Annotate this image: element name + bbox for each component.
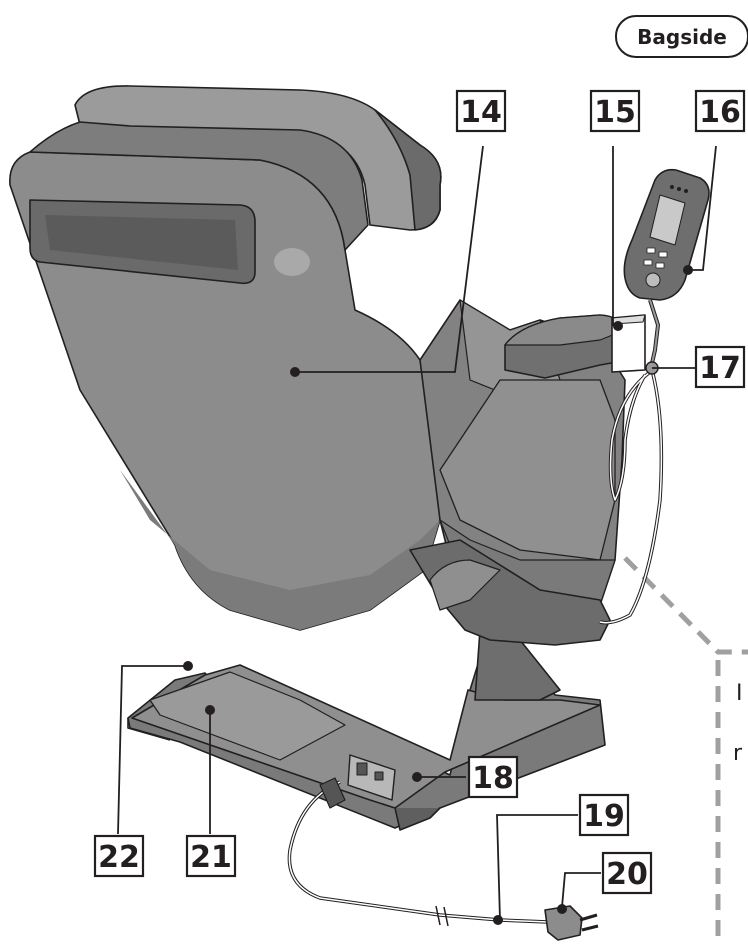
callout-18: 18 xyxy=(467,755,519,799)
svg-text:17: 17 xyxy=(699,351,741,386)
callout-19: 19 xyxy=(578,793,630,837)
svg-text:22: 22 xyxy=(98,840,140,875)
svg-text:19: 19 xyxy=(583,799,625,834)
chair-illustration xyxy=(9,85,710,941)
svg-text:14: 14 xyxy=(460,95,502,130)
callout-17: 17 xyxy=(694,345,746,389)
cut-off-text-1: I xyxy=(736,681,743,706)
callout-22: 22 xyxy=(93,834,145,878)
callout-20: 20 xyxy=(601,851,653,895)
svg-text:18: 18 xyxy=(472,761,514,796)
power-plug xyxy=(544,905,583,941)
svg-text:20: 20 xyxy=(606,857,648,892)
svg-text:15: 15 xyxy=(594,95,636,130)
cut-off-text-2: r xyxy=(733,741,743,766)
view-tag-label: Bagside xyxy=(637,25,727,49)
callout-21: 21 xyxy=(185,834,237,878)
svg-text:16: 16 xyxy=(699,95,741,130)
svg-text:21: 21 xyxy=(190,840,232,875)
callout-16: 16 xyxy=(694,89,746,133)
detail-dashed-guide xyxy=(623,556,748,946)
callout-15: 15 xyxy=(589,89,641,133)
callout-14: 14 xyxy=(455,89,507,133)
leader-lines xyxy=(117,145,717,925)
view-tag: Bagside xyxy=(615,15,748,58)
